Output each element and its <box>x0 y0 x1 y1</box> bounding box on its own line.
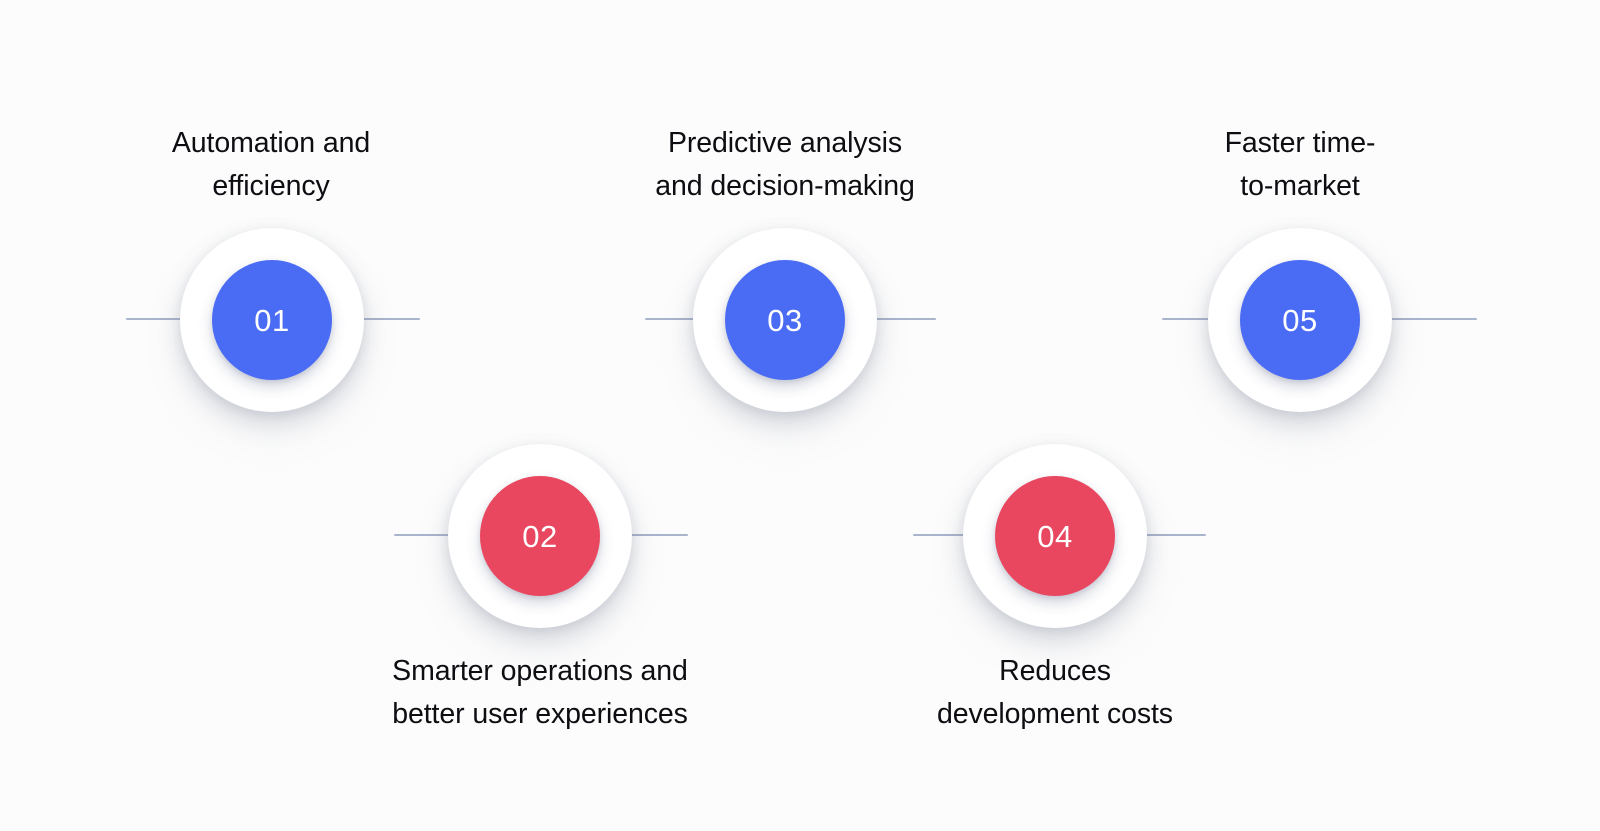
step-node-05[interactable]: 05 <box>1208 228 1392 412</box>
connector-line-right-of-step-04 <box>1118 534 1206 536</box>
connector-line-right-of-step-03 <box>848 318 936 320</box>
step-core-01: 01 <box>212 260 332 380</box>
step-core-02: 02 <box>480 476 600 596</box>
step-number-01: 01 <box>254 302 290 338</box>
step-label-04: Reduces development costs <box>937 655 1173 730</box>
step-node-02[interactable]: 02 <box>448 444 632 628</box>
connector-line-left-of-step-03 <box>645 318 731 320</box>
step-number-05: 05 <box>1282 302 1318 338</box>
step-node-01[interactable]: 01 <box>180 228 364 412</box>
connector-line-right-of-step-02 <box>600 534 688 536</box>
connector-line-left-of-step-04 <box>913 534 999 536</box>
step-label-01: Automation and efficiency <box>171 127 371 202</box>
connector-line-left-of-step-05 <box>1162 318 1248 320</box>
step-label-02: Smarter operations and better user exper… <box>392 655 688 730</box>
connector-line-right-of-step-01 <box>332 318 420 320</box>
step-core-05: 05 <box>1240 260 1360 380</box>
step-label-05: Faster time- to-market <box>1224 127 1376 202</box>
connector-line-left-of-step-01 <box>126 318 212 320</box>
connector-line-right-of-step-05 <box>1366 318 1477 320</box>
step-number-02: 02 <box>522 518 558 554</box>
step-label-03: Predictive analysis and decision-making <box>655 127 915 202</box>
step-number-04: 04 <box>1037 518 1073 554</box>
step-number-03: 03 <box>767 302 803 338</box>
step-node-03[interactable]: 03 <box>693 228 877 412</box>
step-node-04[interactable]: 04 <box>963 444 1147 628</box>
step-core-04: 04 <box>995 476 1115 596</box>
connector-line-left-of-step-02 <box>394 534 480 536</box>
step-core-03: 03 <box>725 260 845 380</box>
